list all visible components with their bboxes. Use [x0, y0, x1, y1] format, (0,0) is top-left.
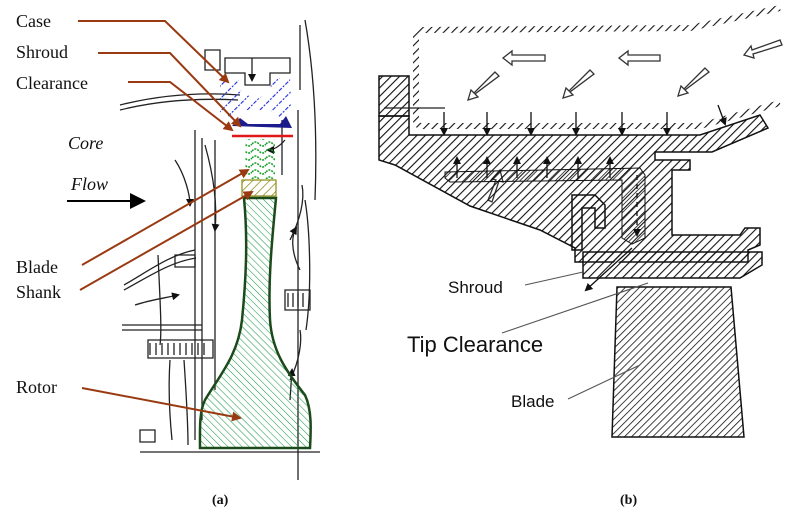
label-case: Case [16, 11, 51, 31]
flow-arrow-icon [617, 49, 661, 67]
label-shank: Shank [16, 282, 61, 302]
label-shroud: Shroud [16, 42, 68, 62]
label-blade-b: Blade [511, 392, 554, 411]
flow-arrow-icon [677, 67, 710, 97]
label-shroud-b: Shroud [448, 278, 503, 297]
label-blade-a: Blade [16, 257, 58, 277]
inner-liner [444, 167, 646, 245]
caption-b: (b) [620, 493, 637, 508]
leader-case [78, 20, 230, 84]
shroud-bar [582, 251, 763, 279]
shank-region [241, 179, 277, 197]
casing-body [378, 114, 770, 263]
label-tip-clearance: Tip Clearance [407, 332, 543, 357]
leader-lines-b [501, 271, 649, 400]
leader-tip-clearance [501, 282, 649, 334]
label-rotor: Rotor [16, 377, 57, 397]
blade-region-b [611, 286, 745, 438]
rotor-region [198, 196, 312, 450]
engine-section-linework [119, 19, 320, 480]
panel-a: Case Shroud Clearance Core Flow Blade Sh… [16, 11, 320, 508]
leader-blade [81, 169, 250, 266]
leader-clearance [128, 81, 234, 132]
blade-region [245, 139, 275, 179]
case-region [220, 78, 292, 118]
leader-arrows-a [78, 20, 254, 422]
leader-shroud [98, 52, 242, 128]
flow-arrow-icon [501, 49, 546, 67]
outer-duct [413, 5, 781, 129]
label-clearance: Clearance [16, 73, 88, 93]
caption-a: (a) [212, 493, 229, 508]
flow-arrow-icon [467, 71, 500, 101]
flow-arrow-icon [562, 69, 595, 99]
leader-blade-b [567, 364, 641, 400]
label-core: Core [68, 133, 103, 153]
leader-shroud-b [524, 271, 584, 286]
leader-shank [79, 191, 254, 291]
leader-rotor [81, 387, 242, 422]
shroud-region [232, 116, 292, 128]
shroud-hook [571, 194, 606, 251]
panel-b: Shroud Tip Clearance Blade (b) [378, 5, 783, 508]
left-flange [378, 75, 410, 117]
label-flow: Flow [70, 174, 108, 194]
flow-arrow-icon [742, 39, 783, 59]
